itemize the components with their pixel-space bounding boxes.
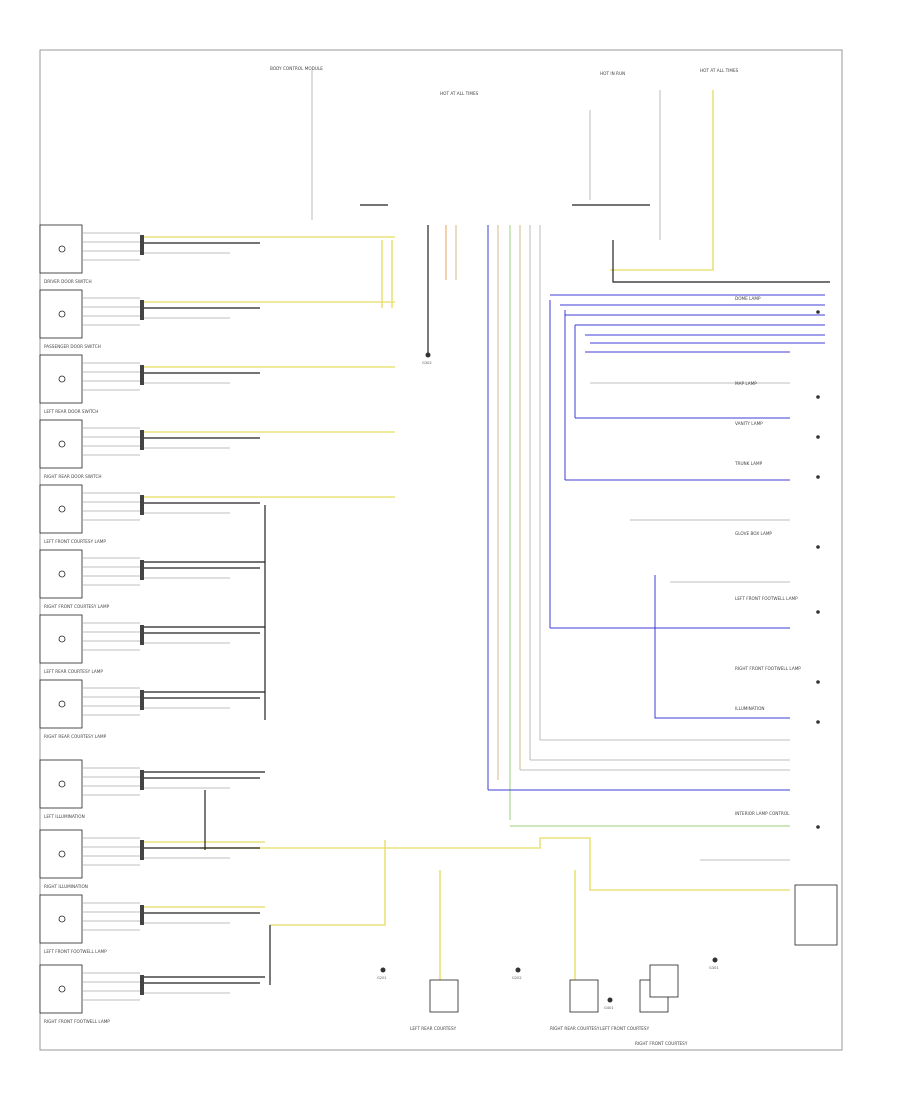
lamp-connector-box [429,979,459,1013]
terminal-dot-icon [816,610,820,614]
right-component-label: GLOVE BOX LAMP [735,531,772,536]
switch-label: LEFT REAR COURTESY LAMP [44,669,103,674]
right-component-label: TRUNK LAMP [734,461,763,466]
power-feed-wire [610,90,714,271]
switch-contact-icon [58,505,66,513]
right-component-label: LEFT FRONT FOOTWELL LAMP [735,596,798,601]
yellow-bus [200,837,790,891]
terminal-dot-icon [816,435,820,439]
terminal-dot-icon [816,680,820,684]
terminal-dot-icon [816,720,820,724]
switch-label: RIGHT FRONT COURTESY LAMP [44,604,110,609]
right-label-group: DOME LAMP MAP LAMP VANITY LAMP TRUNK LAMP GL… [734,296,820,829]
bottom-component-label: RIGHT FRONT COURTESY [635,1041,688,1046]
terminal-dot-icon [816,310,820,314]
ground-symbol-icon [380,967,386,973]
switch-label: LEFT FRONT COURTESY LAMP [44,539,106,544]
switch-label: LEFT ILLUMINATION [44,814,85,819]
ground-label: G301 [709,966,719,970]
blue-wire [654,575,790,719]
right-component-label: MAP LAMP [735,381,757,386]
diagram-frame [39,49,843,1051]
connector-mark [140,430,144,450]
connector-mark [140,365,144,385]
ground-label: G202 [512,976,522,980]
switch-contact-icon [58,440,66,448]
connector-mark [140,975,144,995]
switch-label: RIGHT ILLUMINATION [44,884,88,889]
terminal-dot-icon [816,545,820,549]
bottom-component-label: RIGHT REAR COURTESY [550,1026,600,1031]
terminal-dot-icon [816,395,820,399]
lamp-connector-box [649,964,679,998]
connector-mark [140,625,144,645]
ground-label: G201 [377,976,387,980]
switch-contact-icon [58,850,66,858]
ground-symbol-icon [607,997,613,1003]
top-label: HOT AT ALL TIMES [440,91,479,96]
power-feed-wire [612,240,830,283]
ground-label: G401 [604,1006,614,1010]
control-module-box [794,884,838,946]
top-label: HOT AT ALL TIMES [700,68,739,73]
connector-mark [140,495,144,515]
switch-contact-icon [58,375,66,383]
bottom-component-label: LEFT REAR COURTESY [410,1026,457,1031]
switch-label: LEFT REAR DOOR SWITCH [44,409,98,414]
switch-label-group: DRIVER DOOR SWITCH PASSENGER DOOR SWITCH L… [44,279,110,1024]
ground-symbol-icon [515,967,521,973]
connector-mark [140,560,144,580]
yellow-bus [270,875,386,926]
ground-label: G302 [422,361,432,365]
switch-label: DRIVER DOOR SWITCH [44,279,92,284]
connector-mark [140,840,144,860]
right-component-label: VANITY LAMP [735,421,763,426]
connector-mark [140,300,144,320]
switch-group [39,224,395,1014]
switch-label: RIGHT FRONT FOOTWELL LAMP [44,1019,110,1024]
right-component-label: ILLUMINATION [735,706,765,711]
switch-label: RIGHT REAR COURTESY LAMP [44,734,107,739]
right-component-label: RIGHT FRONT FOOTWELL LAMP [735,666,801,671]
top-label: BODY CONTROL MODULE [270,66,323,71]
switch-contact-icon [58,985,66,993]
bottom-component-label: LEFT FRONT COURTESY [600,1026,650,1031]
switch-contact-icon [58,700,66,708]
switch-contact-icon [58,310,66,318]
top-label: HOT IN RUN [600,71,625,76]
connector-mark [140,905,144,925]
switch-contact-icon [58,245,66,253]
switch-contact-icon [58,915,66,923]
connector-mark [140,770,144,790]
lamp-connector-box [569,979,599,1013]
right-component-label: DOME LAMP [735,296,761,301]
terminal-dot-icon [816,825,820,829]
connector-mark [140,690,144,710]
switch-label: LEFT FRONT FOOTWELL LAMP [44,949,107,954]
ground-symbol-icon [712,957,718,963]
terminal-dot-icon [816,475,820,479]
switch-contact-icon [58,780,66,788]
switch-contact-icon [58,635,66,643]
ground-symbol-icon [425,352,431,358]
switch-contact-icon [58,570,66,578]
switch-label: RIGHT REAR DOOR SWITCH [44,474,102,479]
right-component-label: INTERIOR LAMP CONTROL [735,811,790,816]
switch-label: PASSENGER DOOR SWITCH [44,344,101,349]
connector-mark [140,235,144,255]
